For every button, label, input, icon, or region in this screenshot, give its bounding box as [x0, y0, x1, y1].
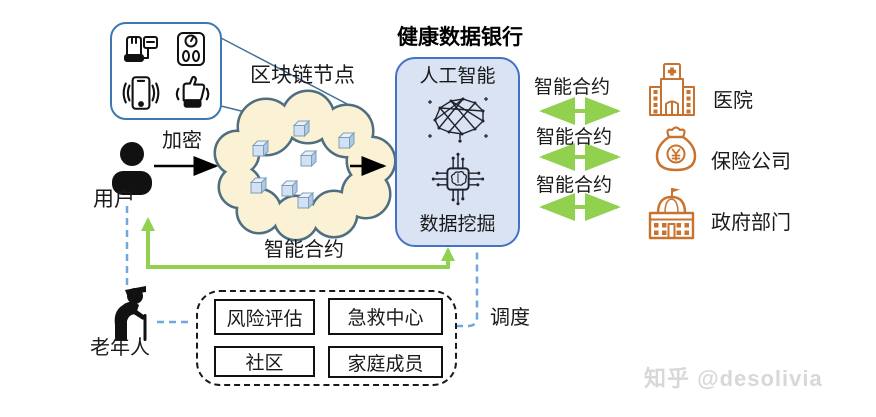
health-devices-box — [110, 22, 222, 120]
blood-pressure-monitor-icon — [120, 29, 162, 69]
weight-scale-icon — [171, 29, 211, 69]
contract-label-government: 智能合约 — [536, 175, 613, 196]
money-bag-icon — [651, 124, 701, 176]
care-item-risk-assessment: 风险评估 — [214, 299, 315, 335]
data-mining-label: 数据挖掘 — [419, 214, 496, 236]
ai-label: 人工智能 — [419, 66, 496, 87]
contract-label-insurance: 智能合约 — [536, 127, 613, 148]
encrypt-label: 加密 — [162, 130, 202, 152]
smartphone-icon — [120, 72, 162, 114]
elderly-person-icon — [101, 281, 159, 343]
partner-contract-arrows — [539, 97, 621, 221]
contract-label-hospital: 智能合约 — [534, 77, 611, 98]
neural-network-brain-icon — [427, 94, 489, 144]
care-group-box — [196, 290, 457, 386]
ai-chip-icon — [429, 150, 487, 208]
block-cube-icons — [249, 119, 356, 210]
health-data-bank-box: 人工智能 — [395, 57, 520, 247]
government-label: 政府部门 — [711, 212, 791, 234]
smart-contract-feedback-arrow — [141, 217, 455, 269]
care-item-family-members: 家庭成员 — [328, 346, 443, 378]
smart-contract-cloud-label: 智能合约 — [264, 239, 344, 261]
dispatch-label: 调度 — [490, 307, 530, 329]
watermark: 知乎 @desolivia — [644, 366, 823, 391]
blockchain-node-label: 区块链节点 — [250, 64, 355, 87]
care-item-emergency-center: 急救中心 — [328, 298, 443, 335]
hospital-label: 医院 — [713, 90, 753, 112]
user-icon — [107, 141, 157, 197]
smartwatch-icon — [169, 72, 213, 114]
government-icon — [643, 186, 700, 243]
hospital-icon — [646, 62, 698, 120]
user-label: 用户 — [93, 188, 135, 211]
care-item-community: 社区 — [214, 346, 315, 377]
dispatch-dashed-links — [125, 206, 479, 328]
bank-title: 健康数据银行 — [397, 26, 523, 49]
insurance-label: 保险公司 — [711, 151, 791, 173]
elderly-label: 老年人 — [90, 337, 150, 359]
